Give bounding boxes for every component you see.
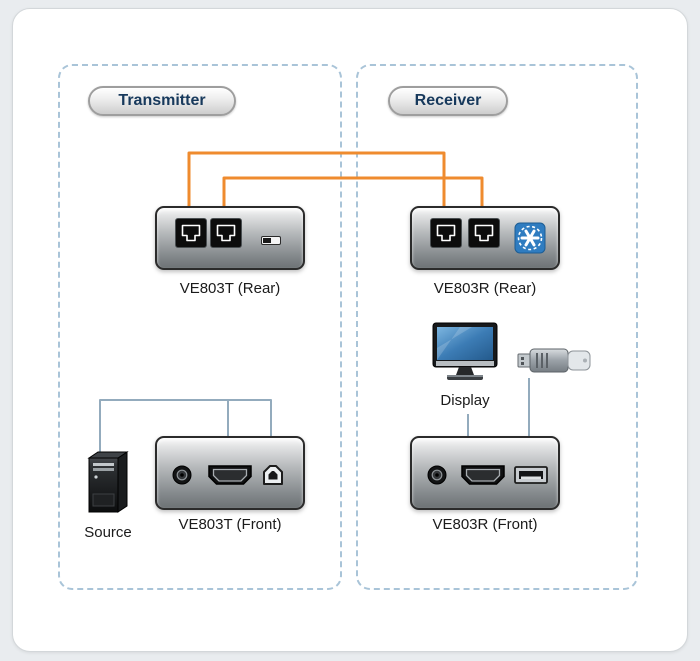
- fan-icon: [514, 222, 546, 254]
- transmitter-title-pill: Transmitter: [88, 86, 236, 116]
- hdmi-port-icon: [208, 465, 252, 485]
- dip-switch-knob: [263, 238, 271, 243]
- ve803r-rear-device: [410, 206, 560, 270]
- usb-a-port-icon: [514, 466, 548, 484]
- ve803r-front-label: VE803R (Front): [432, 516, 538, 533]
- power-jack-icon: [427, 465, 447, 485]
- rj45-port-icon: [210, 218, 242, 248]
- monitor-icon: [432, 322, 498, 380]
- ve803t-front-device: [155, 436, 305, 510]
- ve803r-front-device: [410, 436, 560, 510]
- usb-b-port-icon: [263, 465, 283, 485]
- rj45-port-icon: [175, 218, 207, 248]
- transmitter-panel: [58, 64, 342, 590]
- ve803r-rear-label: VE803R (Rear): [433, 280, 537, 297]
- ve803t-rear-label: VE803T (Rear): [179, 280, 281, 297]
- source-label: Source: [84, 524, 132, 541]
- ve803t-front-label: VE803T (Front): [178, 516, 282, 533]
- receiver-panel: [356, 64, 638, 590]
- hdmi-port-icon: [461, 465, 505, 485]
- dip-switch-icon: [261, 236, 281, 245]
- rj45-port-icon: [468, 218, 500, 248]
- computer-tower-icon: [87, 451, 129, 513]
- power-jack-icon: [172, 465, 192, 485]
- receiver-title: Receiver: [414, 92, 482, 109]
- receiver-title-pill: Receiver: [388, 86, 508, 116]
- rj45-port-icon: [430, 218, 462, 248]
- ve803t-rear-device: [155, 206, 305, 270]
- display-label: Display: [440, 392, 490, 409]
- transmitter-title: Transmitter: [118, 92, 206, 109]
- usb-dongle-icon: [517, 348, 591, 373]
